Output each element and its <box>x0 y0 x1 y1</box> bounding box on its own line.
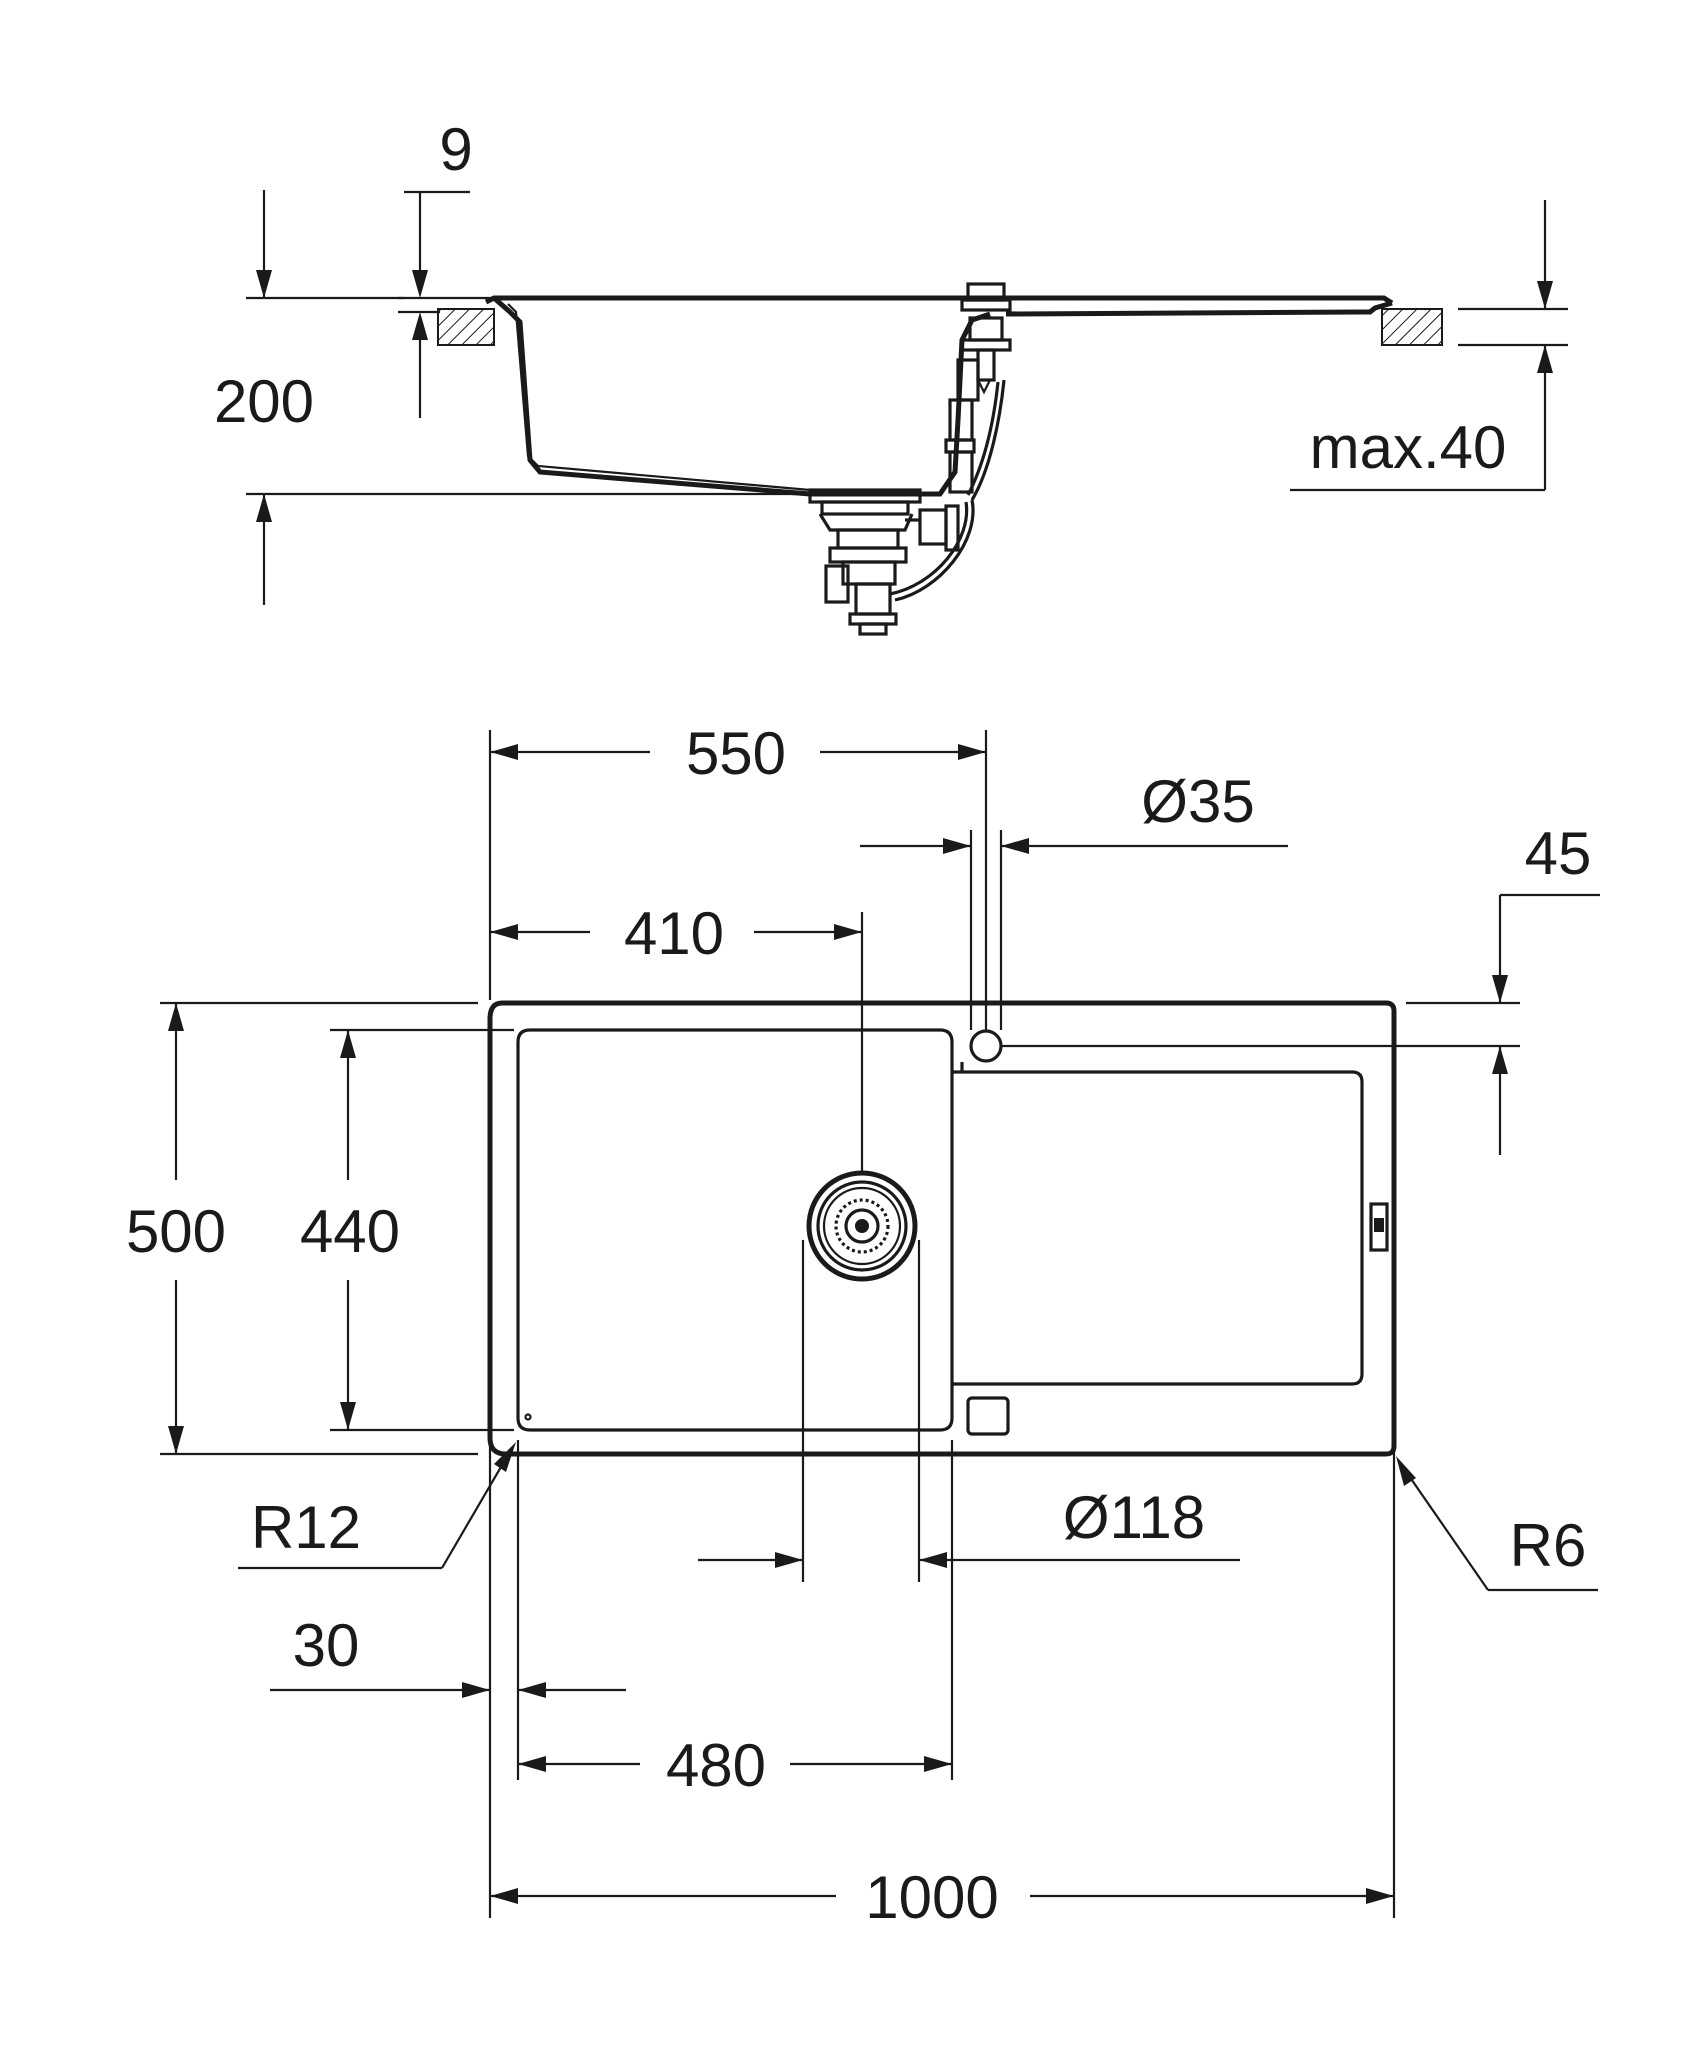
dim-drain-diameter: Ø118 <box>698 1240 1240 1582</box>
drainer-outline <box>952 1070 1364 1386</box>
tap-fitting <box>944 282 1012 501</box>
dim-tap-offset: 550 <box>488 720 988 1030</box>
dim-r6-label: R6 <box>1510 1512 1587 1579</box>
dim-rim-label: 9 <box>439 116 472 183</box>
drain <box>806 1170 918 1282</box>
dim-countertop-thickness: max.40 <box>1290 200 1568 492</box>
dim-depth-label: 200 <box>214 368 314 435</box>
sink-outline <box>487 1000 1397 1457</box>
side-view: 9 200 max.40 <box>214 116 1568 636</box>
dim-width: 500 <box>126 1001 478 1456</box>
dim-length: 1000 <box>488 1440 1396 1931</box>
sink-profile-inner <box>507 303 811 492</box>
dim-tap-edge: 45 <box>1001 820 1600 1155</box>
dim-tap-hole: Ø35 <box>860 768 1288 1030</box>
dim-bowl-edge: 30 <box>270 1440 626 1780</box>
dim-bowl-length: 480 <box>518 1440 954 1799</box>
dim-drain-offset: 410 <box>490 900 864 1172</box>
tap-hole <box>969 1029 1003 1063</box>
overflow-icon <box>1369 1202 1389 1252</box>
dim-45-label: 45 <box>1525 820 1592 887</box>
bowl-outline <box>516 1028 954 1432</box>
dim-550-label: 550 <box>686 720 786 787</box>
dim-radius-left: R12 <box>238 1442 516 1570</box>
dim-rim-thickness: 9 <box>398 116 492 418</box>
drain-button <box>966 1396 1010 1436</box>
dim-118-label: Ø118 <box>1063 1484 1205 1551</box>
dim-440-label: 440 <box>300 1198 400 1265</box>
dim-bowl-width: 440 <box>300 1028 514 1432</box>
dim-radius-right: R6 <box>1396 1456 1598 1592</box>
dim-500-label: 500 <box>126 1198 226 1265</box>
dim-r12-label: R12 <box>251 1494 361 1561</box>
dim-1000-label: 1000 <box>865 1864 998 1931</box>
dim-counter-label: max.40 <box>1310 414 1507 481</box>
sink-profile <box>484 295 1394 497</box>
top-view: 550 Ø35 45 <box>126 720 1600 1931</box>
countertop-right <box>1381 308 1443 346</box>
dim-480-label: 480 <box>666 1732 766 1799</box>
dim-410-label: 410 <box>624 900 724 967</box>
drain-assembly <box>808 488 975 636</box>
dim-35-label: Ø35 <box>1141 768 1254 835</box>
countertop-left <box>437 308 495 346</box>
dim-bowl-depth: 200 <box>214 190 800 605</box>
dim-30-label: 30 <box>293 1612 360 1679</box>
